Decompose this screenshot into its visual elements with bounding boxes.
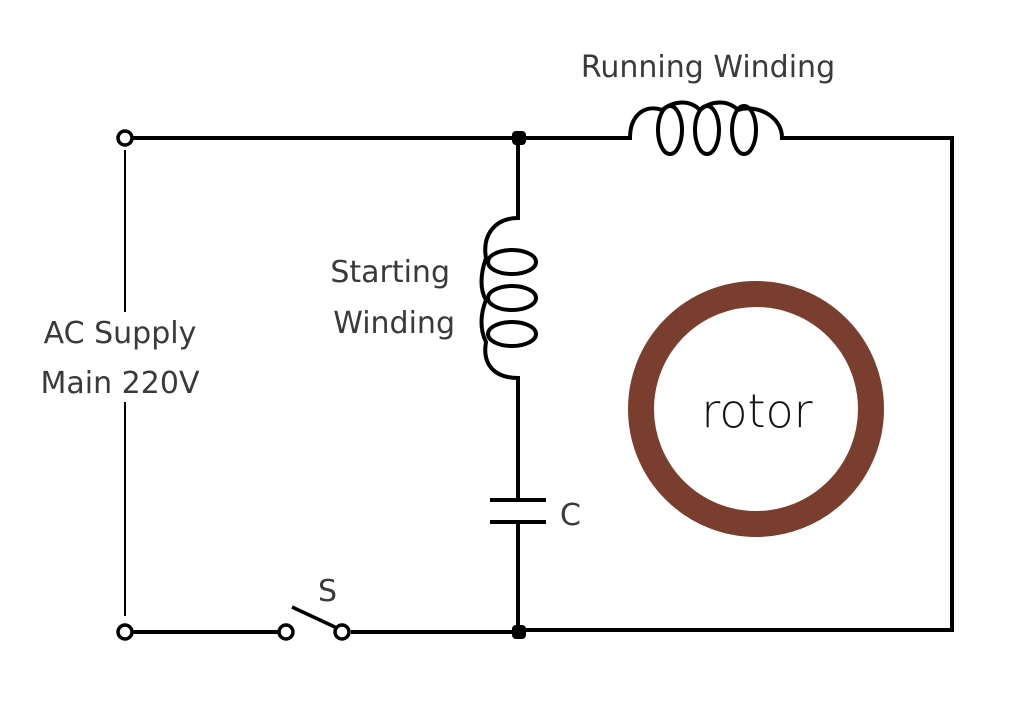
starting-winding-label-1: Starting (330, 255, 450, 290)
rotor-label: rotor (701, 384, 812, 438)
terminal-top (116, 129, 134, 147)
capacitor-label: C (560, 498, 581, 533)
top-wire (131, 136, 954, 632)
supply-label-1: AC Supply (44, 316, 197, 351)
switch-blade (291, 605, 338, 630)
running-winding-label: Running Winding (581, 50, 835, 85)
terminal-bottom (116, 623, 134, 641)
capacitor-symbol (490, 498, 546, 524)
starting-winding-coil (479, 215, 538, 380)
rotor-ring (628, 281, 884, 537)
starting-winding-label-2: Winding (333, 306, 455, 341)
switch-terminal (277, 623, 295, 641)
switch-terminal (333, 623, 351, 641)
supply-label-2: Main 220V (41, 366, 200, 401)
switch-label: S (318, 574, 337, 609)
running-winding-coil (628, 100, 785, 156)
